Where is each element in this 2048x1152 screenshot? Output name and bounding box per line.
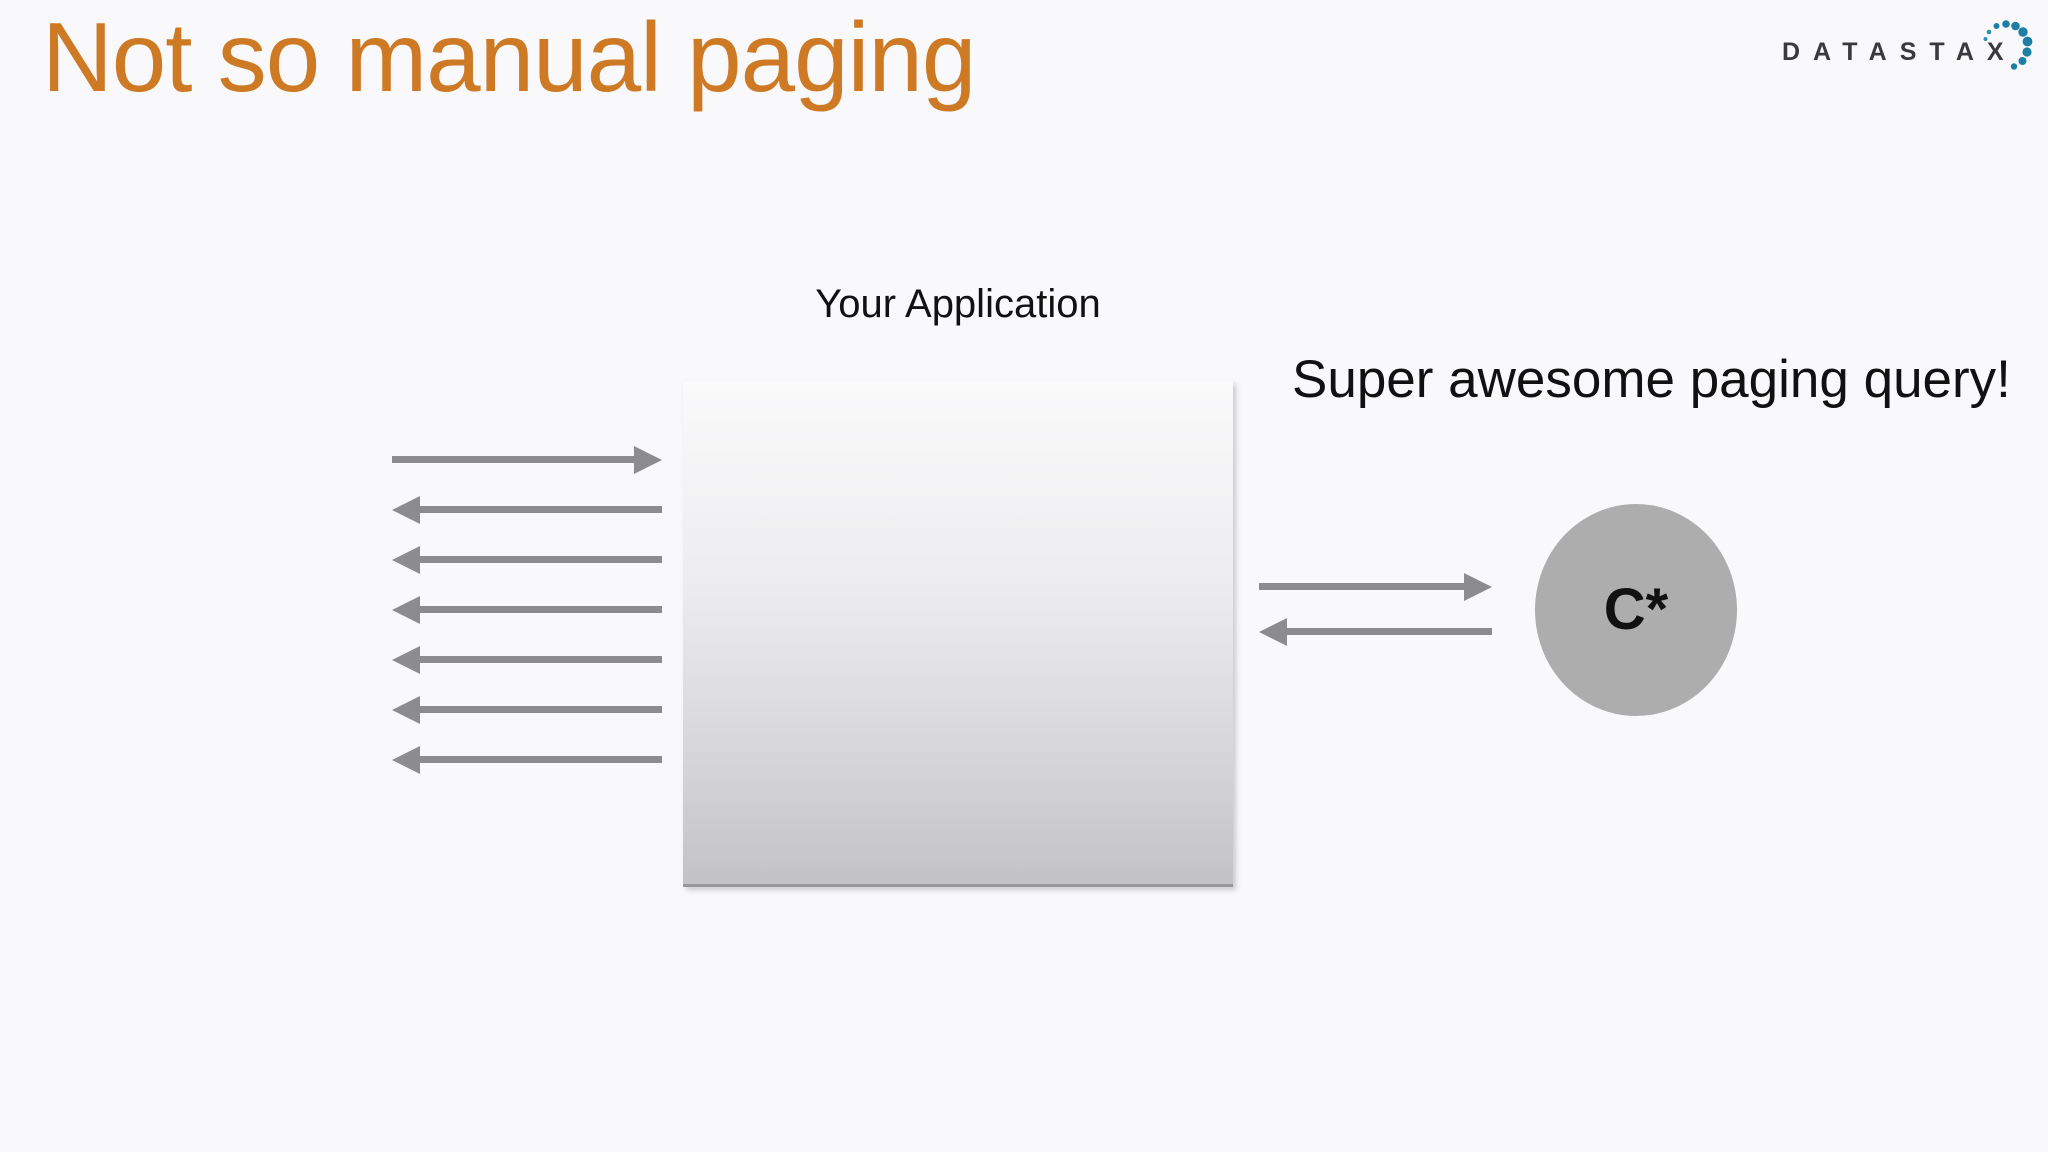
- arrow-head: [392, 696, 420, 724]
- datastax-logo: DATASTAX: [1782, 6, 2038, 90]
- page-title: Not so manual paging: [42, 2, 976, 112]
- arrow-head: [392, 746, 420, 774]
- arrow-head: [392, 546, 420, 574]
- client-request-arrows: [392, 446, 662, 774]
- arrow-shaft: [1259, 583, 1464, 590]
- arrow-shaft: [420, 756, 662, 763]
- arrow-right-icon: [392, 446, 662, 474]
- arrow-head: [1259, 618, 1287, 646]
- arrow-left-icon: [392, 596, 662, 624]
- paging-query-label: Super awesome paging query!: [1292, 350, 2011, 409]
- arrow-head: [634, 446, 662, 474]
- arrow-left-icon: [392, 546, 662, 574]
- arrow-head: [392, 596, 420, 624]
- arrow-shaft: [420, 656, 662, 663]
- arrow-left-icon: [392, 696, 662, 724]
- arrow-shaft: [420, 506, 662, 513]
- cassandra-node-label: C*: [1603, 577, 1669, 642]
- arrow-shaft: [420, 606, 662, 613]
- arrow-head: [1464, 573, 1492, 601]
- arrow-shaft: [420, 556, 662, 563]
- arrow-shaft: [392, 456, 634, 463]
- application-box: [683, 381, 1233, 887]
- cassandra-node: C*: [1535, 504, 1737, 716]
- arrow-right-icon: [1259, 573, 1492, 601]
- database-query-arrows: [1259, 573, 1492, 646]
- datastax-logo-text: DATASTAX: [1782, 38, 2017, 66]
- arrow-left-icon: [1259, 618, 1492, 646]
- arrow-left-icon: [392, 646, 662, 674]
- datastax-dots-icon: [1983, 20, 2033, 70]
- application-label: Your Application: [815, 282, 1101, 326]
- arrow-shaft: [1287, 628, 1492, 635]
- arrow-left-icon: [392, 496, 662, 524]
- arrow-head: [392, 646, 420, 674]
- arrow-left-icon: [392, 746, 662, 774]
- arrow-shaft: [420, 706, 662, 713]
- arrow-head: [392, 496, 420, 524]
